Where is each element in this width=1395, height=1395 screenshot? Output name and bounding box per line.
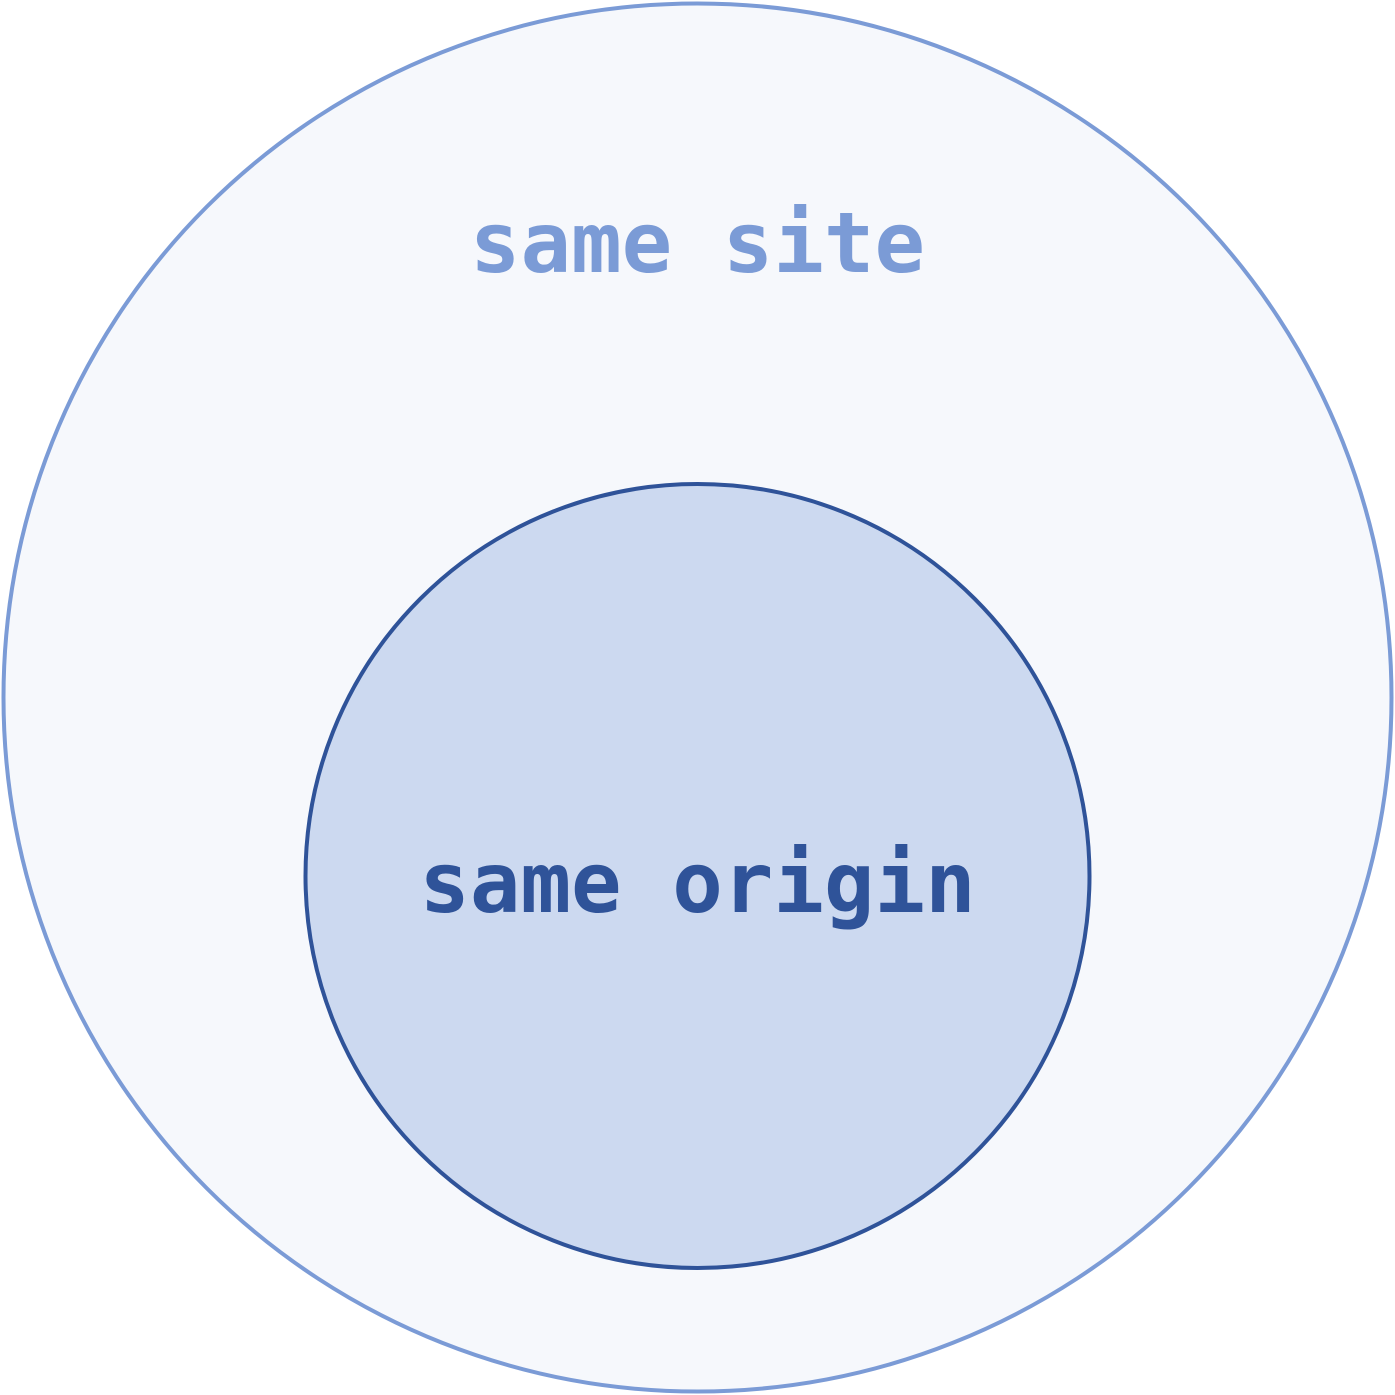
same-site-label: same site [470,194,925,292]
same-origin-circle [303,482,1092,1270]
same-origin-label: same origin [419,834,975,932]
